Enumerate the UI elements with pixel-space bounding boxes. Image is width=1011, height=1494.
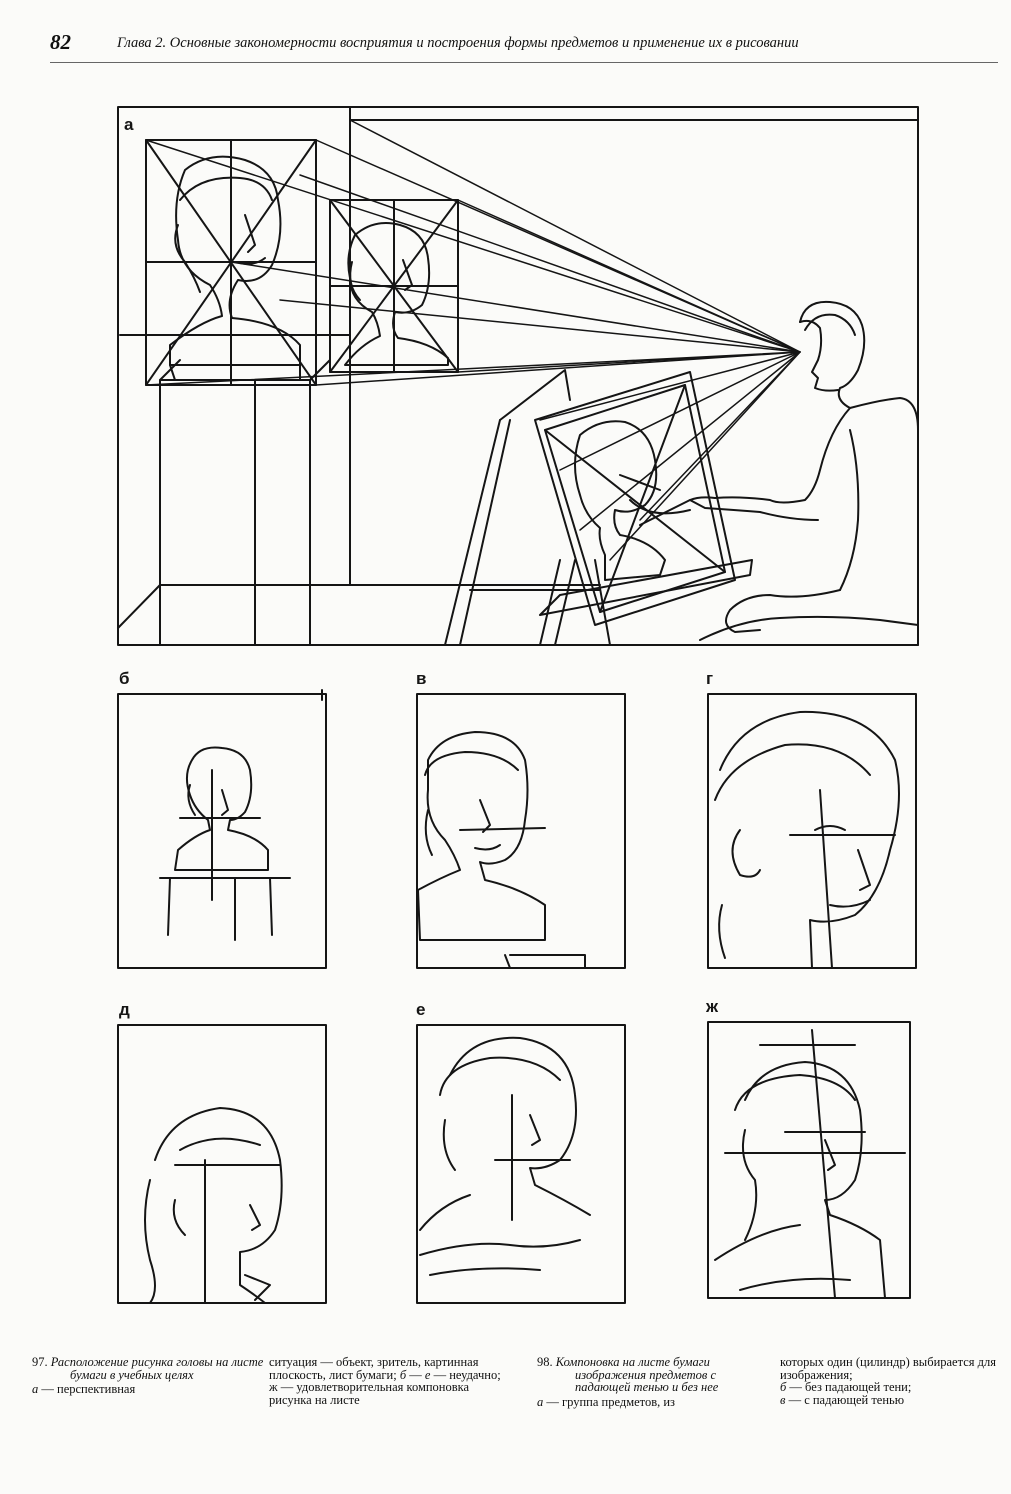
page-number: 82 (50, 30, 71, 54)
panel-label-d: д (119, 1000, 130, 1019)
legend-98-key-v: в (780, 1392, 786, 1407)
panel-d-drawing (117, 1024, 327, 1304)
panel-label-g: г (706, 669, 713, 688)
panel-a-frame (117, 106, 919, 646)
panel-b-drawing (117, 689, 327, 969)
header-rule (50, 62, 998, 63)
running-title: Глава 2. Основные закономерности восприя… (117, 35, 799, 51)
caption-98-legend-a: а — группа предметов, из (537, 1394, 772, 1409)
legend-range-dash: — (406, 1367, 425, 1382)
legend-key-b: б (399, 1367, 407, 1382)
caption-98-number: 98. (537, 1355, 553, 1369)
legend-98-key-a: а (537, 1394, 544, 1409)
caption-98-cont: которых один (цилиндр) выбирается для из… (780, 1355, 996, 1382)
caption-97-title-line: 97. Расположение рисунка головы на листе… (32, 1356, 267, 1381)
panel-label-b: б (119, 669, 130, 688)
legend-range-text: — неудачно; (430, 1367, 501, 1382)
panel-a-scene (117, 106, 919, 646)
panel-g-drawing (707, 693, 917, 969)
caption-fig98-continued: которых один (цилиндр) выбирается для из… (780, 1356, 1010, 1406)
caption-fig97: 97. Расположение рисунка головы на листе… (32, 1356, 267, 1396)
caption-97-legend-a: а — перспективная (32, 1383, 267, 1396)
legend-zh-text: ж — удовлетворительная компоновка рисунк… (269, 1380, 470, 1407)
panel-zh-drawing (707, 1021, 911, 1299)
legend-98-v-text: — с падающей тенью (788, 1392, 905, 1407)
panel-e-drawing (416, 1024, 626, 1304)
caption-97-title: Расположение рисунка головы на листе бум… (50, 1355, 264, 1382)
legend-key-e: е (424, 1367, 431, 1382)
page-header: 82 Глава 2. Основные закономерности восп… (0, 0, 1011, 70)
legend-a-text: — перспективная (41, 1382, 136, 1396)
caption-97-cont: ситуация — объект, зритель, картинная пл… (269, 1355, 479, 1382)
legend-98-b-text: — без падающей тени; (789, 1380, 912, 1394)
panel-v-drawing (416, 693, 626, 969)
caption-fig97-continued: ситуация — объект, зритель, картинная пл… (269, 1356, 509, 1406)
panel-label-e: е (416, 1000, 425, 1019)
panel-label-v: в (416, 669, 426, 688)
caption-98-title-line: 98. Компоновка на листе бумаги изображен… (537, 1356, 772, 1394)
legend-98-key-b: б (780, 1380, 787, 1394)
legend-98-a-text: — группа предметов, из (546, 1394, 675, 1409)
caption-fig98: 98. Компоновка на листе бумаги изображен… (537, 1356, 772, 1408)
panel-label-a: а (124, 115, 134, 134)
legend-key-a: а (32, 1382, 39, 1396)
caption-98-title: Компоновка на листе бумаги изображения п… (555, 1355, 719, 1394)
panel-label-zh: ж (705, 997, 719, 1016)
caption-97-number: 97. (32, 1355, 48, 1369)
